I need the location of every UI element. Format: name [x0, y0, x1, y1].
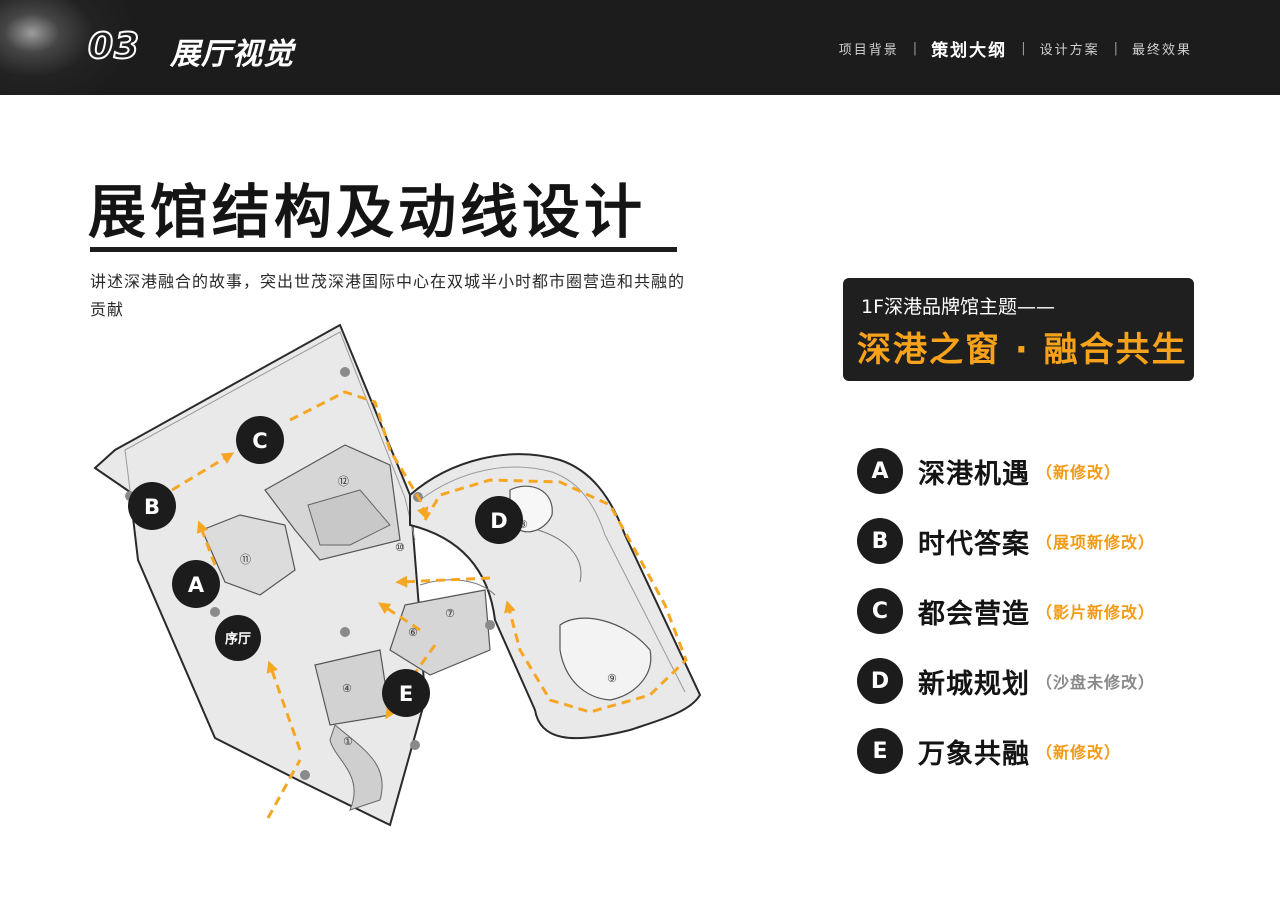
svg-text:A: A — [188, 573, 205, 597]
section-title: 展厅视觉 — [170, 37, 294, 72]
svg-text:序厅: 序厅 — [225, 631, 251, 647]
legend-badge: D — [857, 658, 903, 704]
nav-item-outline[interactable]: 策划大纲 — [931, 41, 1008, 61]
legend-name: 新城规划 — [918, 668, 1030, 700]
legend-name: 万象共融 — [918, 738, 1030, 770]
room-number: ① — [343, 735, 353, 748]
legend-note: （沙盘未修改） — [1036, 673, 1156, 692]
plan-marker-d: D — [475, 496, 523, 544]
room-number: ④ — [342, 682, 352, 695]
legend-item-c: C 都会营造 （影片新修改） — [857, 588, 1155, 634]
nav-item-result[interactable]: 最终效果 — [1131, 43, 1192, 58]
legend-note: （新修改） — [1036, 743, 1122, 762]
page-description: 讲述深港融合的故事，突出世茂深港国际中心在双城半小时都市圈营造和共融的贡献 — [90, 272, 686, 319]
legend-badge: C — [857, 588, 903, 634]
legend-badge: A — [857, 448, 903, 494]
legend-item-e: E 万象共融 （新修改） — [857, 728, 1121, 774]
floor-plan-drawing: ① ④ ⑥ ⑦ ⑧ ⑨ ⑩ ⑪ ⑫ C B A — [93, 323, 702, 827]
svg-text:E: E — [399, 682, 413, 706]
galaxy-decoration — [0, 0, 140, 95]
plan-marker-c: C — [236, 416, 284, 464]
nav-separator: | — [1021, 41, 1026, 56]
legend-name: 时代答案 — [918, 528, 1030, 560]
plan-marker-e: E — [382, 669, 430, 717]
legend-note: （新修改） — [1036, 463, 1122, 482]
floor-plan: ① ④ ⑥ ⑦ ⑧ ⑨ ⑩ ⑪ ⑫ C B A — [90, 320, 720, 840]
legend-note: （影片新修改） — [1036, 603, 1156, 622]
title-underline — [90, 247, 677, 252]
legend-badge: B — [857, 518, 903, 564]
nav-item-background[interactable]: 项目背景 — [838, 43, 899, 58]
svg-text:C: C — [252, 429, 267, 453]
section-number: 03 — [87, 25, 141, 68]
nav-separator: | — [912, 41, 918, 56]
nav-item-design[interactable]: 设计方案 — [1039, 43, 1100, 58]
nav-separator: | — [1113, 41, 1118, 56]
page-title: 展馆结构及动线设计 — [88, 178, 647, 246]
svg-text:B: B — [144, 495, 160, 519]
room-number: ⑧ — [518, 518, 528, 531]
legend-note: （展项新修改） — [1036, 533, 1156, 552]
svg-text:D: D — [490, 509, 507, 533]
legend-item-d: D 新城规划 （沙盘未修改） — [857, 658, 1155, 704]
room-number: ⑨ — [607, 672, 617, 685]
room-number: ⑦ — [445, 607, 455, 620]
room-number: ⑩ — [395, 541, 405, 554]
legend-item-b: B 时代答案 （展项新修改） — [857, 518, 1155, 564]
header-bar: 03 展厅视觉 项目背景 | 策划大纲 | 设计方案 | 最终效果 — [0, 0, 1280, 95]
room-number: ⑪ — [240, 553, 251, 566]
room-number: ⑥ — [408, 626, 418, 639]
plan-marker-b: B — [128, 482, 176, 530]
legend-item-a: A 深港机遇 （新修改） — [857, 448, 1121, 494]
top-nav: 项目背景 | 策划大纲 | 设计方案 | 最终效果 — [839, 36, 1192, 61]
plan-marker-entrance: 序厅 — [215, 615, 261, 661]
legend-badge: E — [857, 728, 903, 774]
theme-box: 1F深港品牌馆主题—— 深港之窗 · 融合共生 — [843, 278, 1194, 381]
room-number: ⑫ — [338, 475, 349, 488]
theme-title: 深港之窗 · 融合共生 — [857, 330, 1188, 370]
plan-marker-a: A — [172, 560, 220, 608]
legend-name: 深港机遇 — [918, 458, 1030, 490]
theme-subtitle: 1F深港品牌馆主题—— — [861, 296, 1056, 318]
legend-name: 都会营造 — [918, 598, 1030, 630]
